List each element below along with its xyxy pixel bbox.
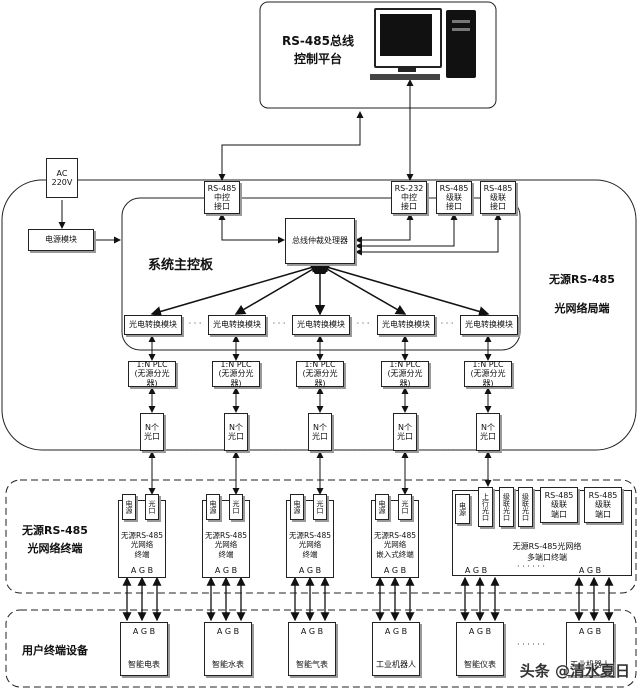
ellipsis: · · · · · · — [517, 640, 545, 649]
terminal-power: 电源 — [122, 494, 136, 520]
terminal-optical-port: 光口 — [229, 494, 243, 520]
converter-4: 光电转换模块 — [377, 315, 435, 335]
computer-icon — [370, 8, 480, 88]
power-module: 电源模块 — [28, 229, 94, 251]
n-port-2: N个光口 — [224, 413, 248, 451]
pin-labels: A G B — [578, 566, 602, 575]
terminal-optical-port: 光口 — [145, 494, 159, 520]
n-port-5: N个光口 — [476, 413, 500, 451]
ellipsis: · · · — [356, 319, 370, 328]
splitter-3: 1:N PLC(无源分光器) — [296, 360, 344, 388]
pin-labels: A G B — [464, 566, 488, 575]
n-port-3: N个光口 — [308, 413, 332, 451]
ellipsis: · · · · · · — [432, 446, 460, 455]
uplink-port: 上行光口 — [478, 487, 493, 527]
converter-5: 光电转换模块 — [460, 315, 518, 335]
splitter-2: 1:N PLC(无源分光器) — [212, 360, 260, 388]
splitter-4: 1:N PLC(无源分光器) — [381, 360, 429, 388]
terminal-power: 电源 — [206, 494, 220, 520]
devices-label: 用户终端设备 — [22, 644, 88, 657]
watermark: 头条 @清水夏日 — [519, 662, 630, 680]
cascade-optical-port-1: 级联光口 — [499, 487, 514, 527]
multi-power: 电源 — [455, 494, 470, 524]
n-port-1: N个光口 — [140, 413, 164, 451]
ellipsis: · · · — [440, 319, 454, 328]
terminal-optical-port: 光口 — [313, 494, 327, 520]
bus-processor: 总线仲裁处理器 — [285, 218, 355, 264]
ellipsis: · · · · · · — [264, 446, 292, 455]
terminal-optical-port: 光口 — [398, 494, 412, 520]
pin-labels: A G B — [383, 566, 407, 575]
platform-title: RS-485总线 控制平台 — [282, 34, 354, 66]
converter-3: 光电转换模块 — [292, 315, 350, 335]
splitter-1: 1:N PLC(无源分光器) — [128, 360, 176, 388]
ellipsis: · · · — [188, 319, 202, 328]
terminal-power: 电源 — [375, 494, 389, 520]
ellipsis: · · · · · · — [517, 562, 545, 571]
pin-labels: A G B — [298, 566, 322, 575]
converter-1: 光电转换模块 — [124, 315, 182, 335]
pin-labels: A G B — [130, 566, 154, 575]
n-port-4: N个光口 — [393, 413, 417, 451]
splitter-5: 1:N PLC(无源分光器) — [464, 360, 512, 388]
ellipsis: · · · · · · — [348, 446, 376, 455]
pin-labels: A G B — [214, 566, 238, 575]
ellipsis: · · · — [272, 319, 286, 328]
ellipsis: · · · · · · — [180, 446, 208, 455]
converter-2: 光电转换模块 — [208, 315, 266, 335]
terminal-power: 电源 — [290, 494, 304, 520]
cascade-optical-port-2: 级联光口 — [518, 487, 533, 527]
local-end-label: 无源RS-485 光网络局端 — [549, 273, 615, 315]
main-board-title: 系统主控板 — [148, 258, 214, 273]
terminals-label: 无源RS-485 光网络终端 — [22, 524, 88, 555]
